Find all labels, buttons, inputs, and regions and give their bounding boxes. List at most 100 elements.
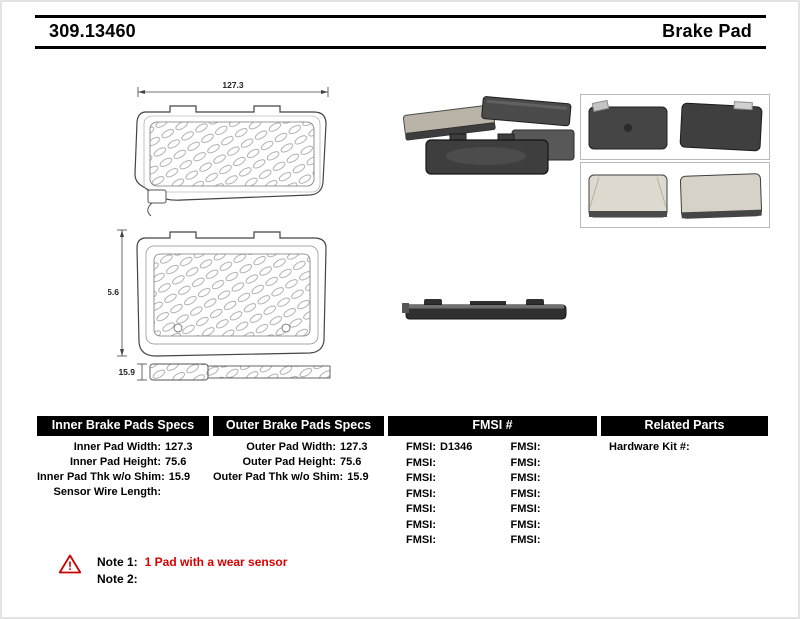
friction-surface-rear xyxy=(153,253,311,337)
fmsi-value: D1346 xyxy=(440,441,473,453)
dim-height-label: 75.6 xyxy=(108,287,119,297)
product-photo-box-front xyxy=(580,162,770,228)
fmsi-row: FMSI: xyxy=(493,502,598,518)
spec-value: 127.3 xyxy=(340,441,368,453)
fmsi-label: FMSI: xyxy=(510,503,541,515)
wear-sensor xyxy=(147,189,167,217)
dim-thickness-label: 15.9 xyxy=(118,367,135,377)
header-bottom-rule xyxy=(35,46,766,49)
spec-row-inner-height: Inner Pad Height: 75.6 xyxy=(37,455,209,470)
spec-label: Outer Pad Height: xyxy=(242,456,336,468)
fmsi-value xyxy=(440,533,493,549)
fmsi-label: FMSI: xyxy=(510,487,541,500)
spec-label: Inner Pad Thk w/o Shim: xyxy=(37,471,165,483)
fmsi-label: FMSI: xyxy=(510,518,541,531)
fmsi-value xyxy=(545,440,598,456)
product-photo-pad-set xyxy=(402,96,575,175)
fmsi-row: FMSI: xyxy=(388,471,493,487)
fmsi-label: FMSI: xyxy=(510,534,541,546)
spec-label: Sensor Wire Length: xyxy=(53,486,161,498)
fmsi-label: FMSI: xyxy=(510,472,541,484)
edge-view-block xyxy=(149,363,209,381)
friction-surface-front xyxy=(149,121,315,187)
spec-col-related: Related Parts Hardware Kit #: xyxy=(601,416,768,455)
spec-value: 75.6 xyxy=(340,456,362,468)
fmsi-value xyxy=(440,502,493,518)
svg-text:!: ! xyxy=(68,559,72,573)
fmsi-value xyxy=(440,487,493,503)
fmsi-label: FMSI: xyxy=(406,534,436,546)
spec-col-fmsi: FMSI # FMSI: D1346 FMSI: FMSI: FMSI: FMSI… xyxy=(388,416,597,549)
fmsi-row: FMSI: xyxy=(388,502,493,518)
note-1-text: 1 Pad with a wear sensor xyxy=(144,555,288,569)
header-top-rule xyxy=(35,15,766,18)
product-photo-box-rear xyxy=(580,94,770,160)
spec-value xyxy=(165,485,209,500)
fmsi-label: FMSI: xyxy=(406,503,436,515)
spec-row-outer-width: Outer Pad Width: 127.3 xyxy=(213,440,384,455)
fmsi-value xyxy=(545,456,598,472)
fmsi-col-1: FMSI: D1346 FMSI: FMSI: FMSI: FMSI: FMSI:… xyxy=(388,440,493,549)
spec-row-inner-width: Inner Pad Width: 127.3 xyxy=(37,440,209,455)
fmsi-label: FMSI: xyxy=(510,456,541,469)
spec-label: Outer Pad Width: xyxy=(246,441,336,453)
dim-height: 75.6 xyxy=(108,229,127,357)
fmsi-label: FMSI: xyxy=(406,456,436,469)
fmsi-label: FMSI: xyxy=(510,441,541,453)
related-label: Hardware Kit #: xyxy=(609,441,690,453)
spec-label: Inner Pad Height: xyxy=(69,456,161,468)
fmsi-label: FMSI: xyxy=(406,487,436,500)
dim-width-label: 127.3 xyxy=(222,80,244,90)
spec-row-inner-thk: Inner Pad Thk w/o Shim: 15.9 xyxy=(37,470,209,485)
notes-section: ! Note 1: 1 Pad with a wear sensor Note 2… xyxy=(59,554,287,588)
spec-row-outer-thk: Outer Pad Thk w/o Shim: 15.9 xyxy=(213,470,384,485)
photo-front-pads xyxy=(588,173,763,219)
fmsi-col-2: FMSI: FMSI: FMSI: FMSI: FMSI: FMSI: FMSI… xyxy=(493,440,598,549)
fmsi-row: FMSI: xyxy=(388,456,493,472)
note-2: Note 2: xyxy=(97,571,287,588)
header: 309.13460 Brake Pad xyxy=(35,15,766,49)
fmsi-row: FMSI: xyxy=(493,518,598,534)
fmsi-row: FMSI: xyxy=(493,487,598,503)
note-1-label: Note 1: xyxy=(97,555,138,569)
fmsi-label: FMSI: xyxy=(406,441,436,453)
spec-row-sensor-wire: Sensor Wire Length: xyxy=(37,485,209,500)
related-row-hardware-kit: Hardware Kit #: xyxy=(601,440,768,455)
fmsi-value xyxy=(440,471,493,487)
fmsi-row: FMSI: xyxy=(388,518,493,534)
spec-label: Outer Pad Thk w/o Shim: xyxy=(213,471,344,483)
technical-drawing: 127.3 75.6 15.9 xyxy=(108,80,331,381)
fmsi-row: FMSI: xyxy=(493,471,598,487)
warning-triangle-icon: ! xyxy=(59,554,81,574)
fmsi-value xyxy=(545,502,598,518)
part-number: 309.13460 xyxy=(49,21,136,41)
outer-specs-header: Outer Brake Pads Specs xyxy=(213,416,384,436)
fmsi-row: FMSI: D1346 xyxy=(388,440,493,456)
spec-value: 15.9 xyxy=(168,471,191,483)
product-photo-edge xyxy=(402,299,567,320)
fmsi-row: FMSI: xyxy=(493,440,598,456)
spec-row-outer-height: Outer Pad Height: 75.6 xyxy=(213,455,384,470)
fmsi-value xyxy=(440,518,493,534)
fmsi-header: FMSI # xyxy=(388,416,597,436)
fmsi-value xyxy=(440,456,493,472)
fmsi-value xyxy=(545,471,598,487)
fmsi-label: FMSI: xyxy=(406,472,436,484)
fmsi-row: FMSI: xyxy=(493,533,598,549)
page-title: Brake Pad xyxy=(662,21,752,41)
photo-rear-pads xyxy=(588,99,763,152)
fmsi-row: FMSI: xyxy=(388,533,493,549)
inner-specs-header: Inner Brake Pads Specs xyxy=(37,416,209,436)
edge-view-strip xyxy=(207,365,331,379)
fmsi-label: FMSI: xyxy=(406,518,436,531)
dim-thickness: 15.9 xyxy=(118,363,147,381)
fmsi-value xyxy=(545,487,598,503)
note-2-label: Note 2: xyxy=(97,572,138,586)
spec-col-inner: Inner Brake Pads Specs Inner Pad Width: … xyxy=(37,416,209,500)
spec-col-outer: Outer Brake Pads Specs Outer Pad Width: … xyxy=(213,416,384,485)
dim-width: 127.3 xyxy=(137,80,329,97)
note-1: Note 1: 1 Pad with a wear sensor xyxy=(97,554,287,571)
fmsi-row: FMSI: xyxy=(388,487,493,503)
related-parts-header: Related Parts xyxy=(601,416,768,436)
